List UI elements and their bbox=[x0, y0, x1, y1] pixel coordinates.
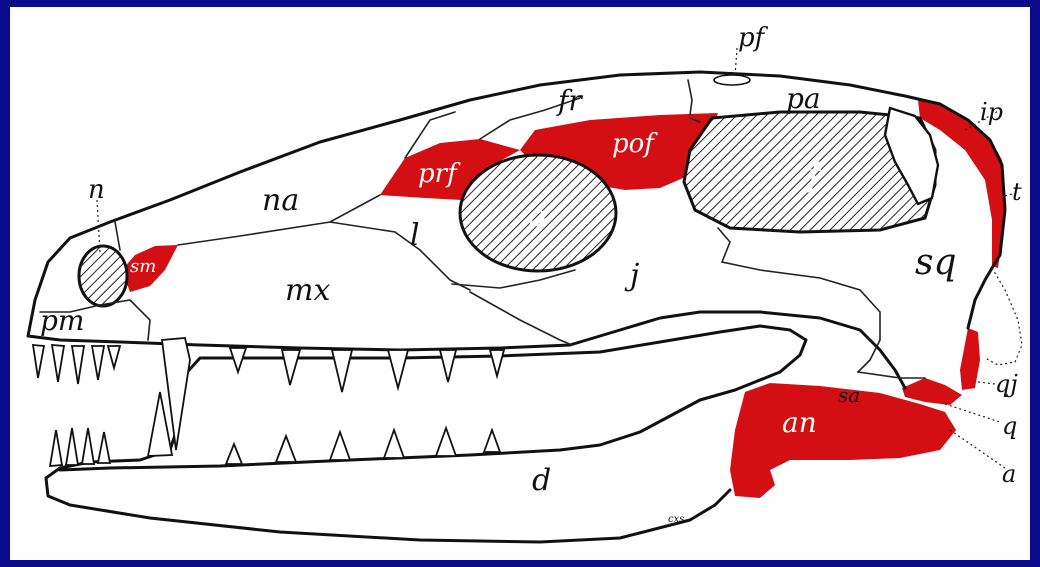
figure-frame: pf fr pa ip t na prf pof o f n sm l j mx… bbox=[10, 7, 1030, 560]
lower-postcanine bbox=[484, 430, 500, 452]
occipital-condyle-dotted bbox=[985, 268, 1022, 365]
label-n: n bbox=[88, 175, 105, 205]
label-a: a bbox=[1002, 460, 1016, 488]
label-ip: ip bbox=[980, 98, 1003, 126]
label-prf: prf bbox=[418, 159, 461, 189]
upper-postcanine bbox=[388, 350, 408, 388]
label-sm: sm bbox=[130, 256, 156, 277]
upper-postcanine bbox=[440, 350, 456, 382]
quadratojugal-bone bbox=[960, 328, 980, 390]
lower-incisor bbox=[82, 428, 94, 464]
label-pa: pa bbox=[786, 82, 821, 115]
lower-incisor bbox=[66, 428, 78, 465]
upper-postcanine bbox=[490, 350, 504, 376]
upper-incisor bbox=[108, 346, 120, 368]
quadrate-bone bbox=[902, 378, 962, 405]
lower-postcanine bbox=[276, 436, 296, 462]
upper-incisor bbox=[92, 346, 104, 380]
label-an: an bbox=[782, 406, 817, 439]
label-o: o bbox=[528, 199, 546, 234]
label-qj: qj bbox=[995, 370, 1018, 398]
upper-incisor bbox=[33, 345, 44, 378]
label-l: l bbox=[410, 218, 420, 253]
lower-postcanine bbox=[330, 432, 350, 460]
lower-incisor bbox=[50, 430, 62, 466]
pineal-foramen bbox=[714, 75, 750, 85]
upper-incisor bbox=[52, 345, 64, 382]
upper-postcanine bbox=[282, 350, 300, 385]
label-sa: sa bbox=[838, 383, 860, 407]
label-t: t bbox=[1012, 178, 1022, 206]
lower-teeth bbox=[50, 392, 500, 466]
label-fr: fr bbox=[556, 84, 583, 117]
label-na: na bbox=[262, 183, 299, 218]
label-pf: pf bbox=[738, 23, 769, 53]
label-q: q bbox=[1002, 412, 1017, 440]
lower-incisor bbox=[98, 432, 110, 463]
nostril-opening bbox=[79, 246, 127, 306]
lower-postcanine bbox=[384, 430, 404, 458]
label-d: d bbox=[532, 463, 551, 498]
lower-postcanine bbox=[436, 428, 456, 456]
label-pm: pm bbox=[40, 304, 84, 337]
lower-canine bbox=[148, 392, 172, 456]
label-pof: pof bbox=[612, 129, 658, 159]
label-mx: mx bbox=[285, 273, 330, 308]
upper-incisor bbox=[72, 346, 84, 384]
upper-postcanine bbox=[332, 350, 352, 392]
upper-jaw-margin bbox=[28, 312, 905, 388]
occipital-margin bbox=[968, 268, 992, 328]
label-sq: sq bbox=[915, 242, 957, 283]
lower-postcanine bbox=[226, 444, 242, 464]
upper-postcanine bbox=[230, 348, 246, 372]
artist-signature: cxs bbox=[668, 514, 684, 525]
skull-diagram: pf fr pa ip t na prf pof o f n sm l j mx… bbox=[10, 7, 1030, 560]
label-j: j bbox=[624, 258, 639, 293]
